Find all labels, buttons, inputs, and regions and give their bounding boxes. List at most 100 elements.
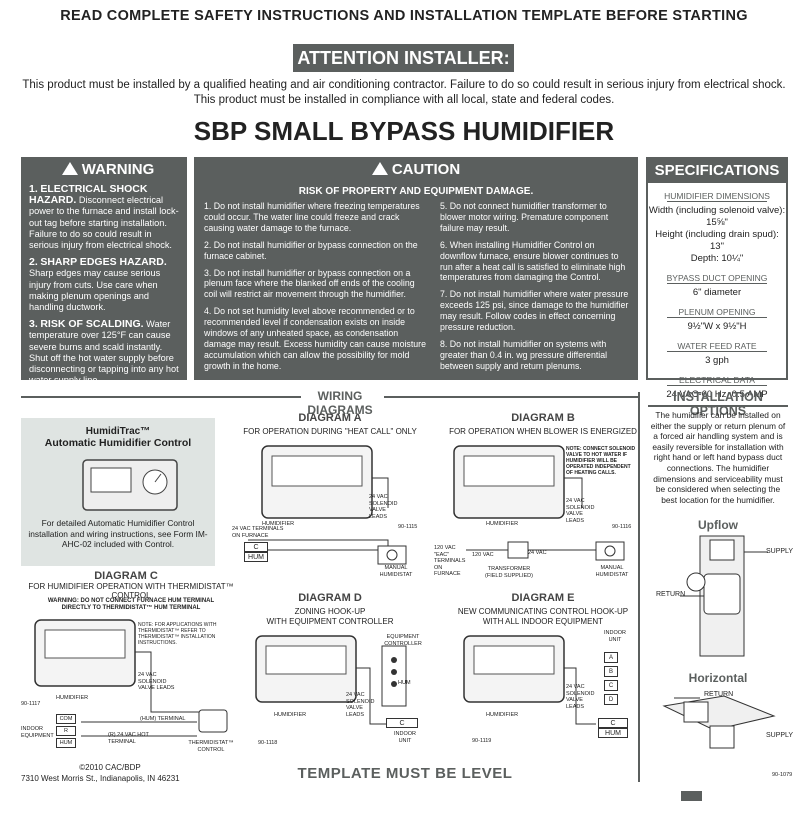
terminal-b: B xyxy=(604,666,618,677)
caution-heading: CAUTION xyxy=(194,157,638,178)
upflow-label: Upflow xyxy=(698,518,738,532)
diagram-c-subtitle: FOR HUMIDIFIER OPERATION WITH THERMIDIST… xyxy=(28,582,234,600)
intro-text: This product must be installed by a qual… xyxy=(22,79,786,106)
terminal-c: C xyxy=(244,542,268,552)
warning-item: 2. SHARP EDGES HAZARD. Sharp edges may c… xyxy=(29,256,167,313)
diagram-a-manual-label: MANUAL HUMIDISTAT xyxy=(379,565,413,578)
diagram-d-indoor-label: INDOOR UNIT xyxy=(394,731,416,744)
diagram-a-valve-label: 24 VAC SOLENOID VALVE LEADS xyxy=(369,494,398,520)
terminal-a: A xyxy=(604,652,618,663)
specifications-panel: SPECIFICATIONS HUMIDIFIER DIMENSIONS Wid… xyxy=(646,157,788,400)
diagram-d-id: 90-1118 xyxy=(258,740,278,746)
diagram-a-subtitle: FOR OPERATION DURING "HEAT CALL" ONLY xyxy=(243,427,417,436)
humiditrac-subtitle: Automatic Humidifier Control xyxy=(44,437,192,449)
caution-subheading: RISK OF PROPERTY AND EQUIPMENT DAMAGE. xyxy=(298,186,534,197)
diagram-e-humidifier-label: HUMIDIFIER xyxy=(486,712,519,718)
upflow-illustration xyxy=(680,535,768,657)
diagram-b-120-label: 120 VAC xyxy=(472,552,494,558)
specifications-heading: SPECIFICATIONS xyxy=(648,159,786,183)
terminal-r: R xyxy=(56,726,76,736)
safety-header: READ COMPLETE SAFETY INSTRUCTIONS AND IN… xyxy=(60,8,748,24)
diagram-b-eac-label: 120 VAC "EAC" TERMINALS ON FURNACE xyxy=(434,545,466,577)
terminal-com: COM xyxy=(56,714,76,724)
copyright: ©2010 CAC/BDP xyxy=(79,763,141,772)
diagram-a-id: 90-1115 xyxy=(398,524,418,530)
warning-list: 1. ELECTRICAL SHOCK HAZARD. Disconnect e… xyxy=(21,178,187,386)
diagram-d-subtitle-2: WITH EQUIPMENT CONTROLLER xyxy=(266,617,394,626)
caution-panel: CAUTION RISK OF PROPERTY AND EQUIPMENT D… xyxy=(194,157,638,380)
spec-width: Width (including solenoid valve): 15⅝" xyxy=(648,205,786,228)
diagram-b-valve-label: 24 VAC SOLENOID VALVE LEADS xyxy=(566,498,595,524)
diagram-d-title: DIAGRAM D xyxy=(298,592,362,604)
diagram-b-note: NOTE: CONNECT SOLENOID VALVE TO HOT WATE… xyxy=(566,446,636,476)
address: 7310 West Morris St., Indianapolis, IN 4… xyxy=(21,774,180,783)
diagram-b-manual-label: MANUAL HUMIDISTAT xyxy=(595,565,629,578)
footer-marker xyxy=(681,791,702,801)
diagram-c-warning: WARNING: DO NOT CONNECT FURNACE HUM TERM… xyxy=(47,598,215,611)
terminal-c-e: C xyxy=(604,680,618,691)
warning-item: 1. ELECTRICAL SHOCK HAZARD. Disconnect e… xyxy=(29,183,179,251)
horizontal-label: Horizontal xyxy=(688,671,748,685)
diagram-a-terminals-label: 24 VAC TERMINALS ON FURNACE xyxy=(232,526,284,539)
elec-label: ELECTRICAL DATA xyxy=(679,375,755,385)
terminal-hum-e: HUM xyxy=(598,728,628,738)
spec-height: Height (including drain spud): 13" xyxy=(655,229,779,252)
diagram-b-24-label: 24 VAC xyxy=(528,550,547,556)
diagram-d-drawing xyxy=(255,635,407,725)
diagram-c-humidifier-label: HUMIDIFIER xyxy=(56,695,89,701)
plenum-label: PLENUM OPENING xyxy=(678,307,756,317)
diagram-e-drawing xyxy=(463,635,596,725)
control-device-illustration xyxy=(82,459,178,511)
diagram-c-hot-terminal-label: (R) 24 VAC HOT TERMINAL xyxy=(108,732,149,745)
diagram-d-humidifier-label: HUMIDIFIER xyxy=(274,712,307,718)
humiditrac-text: For detailed Automatic Humidifier Contro… xyxy=(28,518,208,549)
feed-label: WATER FEED RATE xyxy=(677,341,757,351)
wiring-heading: WIRING DIAGRAMS xyxy=(307,389,373,417)
upflow-return-label: RETURN xyxy=(656,591,686,598)
humiditrac-title: HumidiTrac™ xyxy=(85,426,151,437)
install-text: The humidifier can be installed on eithe… xyxy=(650,410,786,505)
diagram-c-thermidistat-label: THERMIDISTAT™ CONTROL xyxy=(188,740,234,753)
terminal-hum: HUM xyxy=(244,552,268,562)
diagram-d-controller-label: EQUIPMENT CONTROLLER xyxy=(384,634,422,647)
warning-panel: WARNING 1. ELECTRICAL SHOCK HAZARD. Disc… xyxy=(21,157,187,385)
caution-icon xyxy=(371,162,388,175)
diagram-d-subtitle-1: ZONING HOOK-UP xyxy=(294,607,366,616)
terminal-c-d: C xyxy=(386,718,418,728)
diagram-c-id: 90-1117 xyxy=(21,701,41,707)
diagram-c-indoor-label: INDOOR EQUIPMENT xyxy=(21,726,54,739)
template-level-notice: TEMPLATE MUST BE LEVEL xyxy=(297,765,513,782)
diagram-c-valve-label: 24 VAC SOLENOID VALVE LEADS xyxy=(138,672,175,691)
diagram-e-indoor-top-label: INDOOR UNIT xyxy=(604,630,626,643)
diagram-c-hum-terminal-label: (HUM) TERMINAL xyxy=(140,716,186,722)
upflow-supply-label: SUPPLY xyxy=(766,548,794,555)
diagram-b-id: 90-1116 xyxy=(612,524,632,530)
horizontal-return-label: RETURN xyxy=(704,691,734,698)
terminal-hum-c: HUM xyxy=(56,738,76,748)
terminal-d: D xyxy=(604,694,618,705)
diagram-b-transformer-label: TRANSFORMER (FIELD SUPPLIED) xyxy=(485,566,533,579)
diagram-a-title: DIAGRAM A xyxy=(298,412,362,424)
diagram-e-valve-label: 24 VAC SOLENOID VALVE LEADS xyxy=(566,684,595,710)
dims-label: HUMIDIFIER DIMENSIONS xyxy=(664,191,770,201)
diagram-c-drawing xyxy=(34,619,228,737)
horizontal-supply-label: SUPPLY xyxy=(766,732,794,739)
humiditrac-box: HumidiTrac™ Automatic Humidifier Control… xyxy=(21,418,215,566)
diagram-a-drawing xyxy=(248,445,407,565)
feed-value: 3 gph xyxy=(705,355,729,366)
diagram-d-valve-label: 24 VAC SOLENOID VALVE LEADS xyxy=(346,692,375,718)
diagram-c-note: NOTE: FOR APPLICATIONS WITH THERMIDISTAT… xyxy=(138,622,217,646)
diagram-e-subtitle-1: NEW COMMUNICATING CONTROL HOOK-UP xyxy=(457,607,629,616)
diagram-b-title: DIAGRAM B xyxy=(511,412,575,424)
horizontal-illustration xyxy=(662,695,776,749)
warning-heading: WARNING xyxy=(21,157,187,178)
caution-right-column: 5. Do not connect humidifier transformer… xyxy=(440,201,629,371)
diagram-a-humidifier-label: HUMIDIFIER xyxy=(262,521,295,527)
terminal-c-e2: C xyxy=(598,718,628,728)
diagram-b-subtitle: FOR OPERATION WHEN BLOWER IS ENERGIZED xyxy=(449,427,637,436)
diagram-e-subtitle-2: WITH ALL INDOOR EQUIPMENT xyxy=(482,617,604,626)
plenum-value: 9½"W x 9½"H xyxy=(687,321,747,332)
spec-depth: Depth: 10¼" xyxy=(690,253,744,264)
diagram-e-title: DIAGRAM E xyxy=(511,592,575,604)
install-heading: INSTALLATION OPTIONS xyxy=(673,390,763,418)
